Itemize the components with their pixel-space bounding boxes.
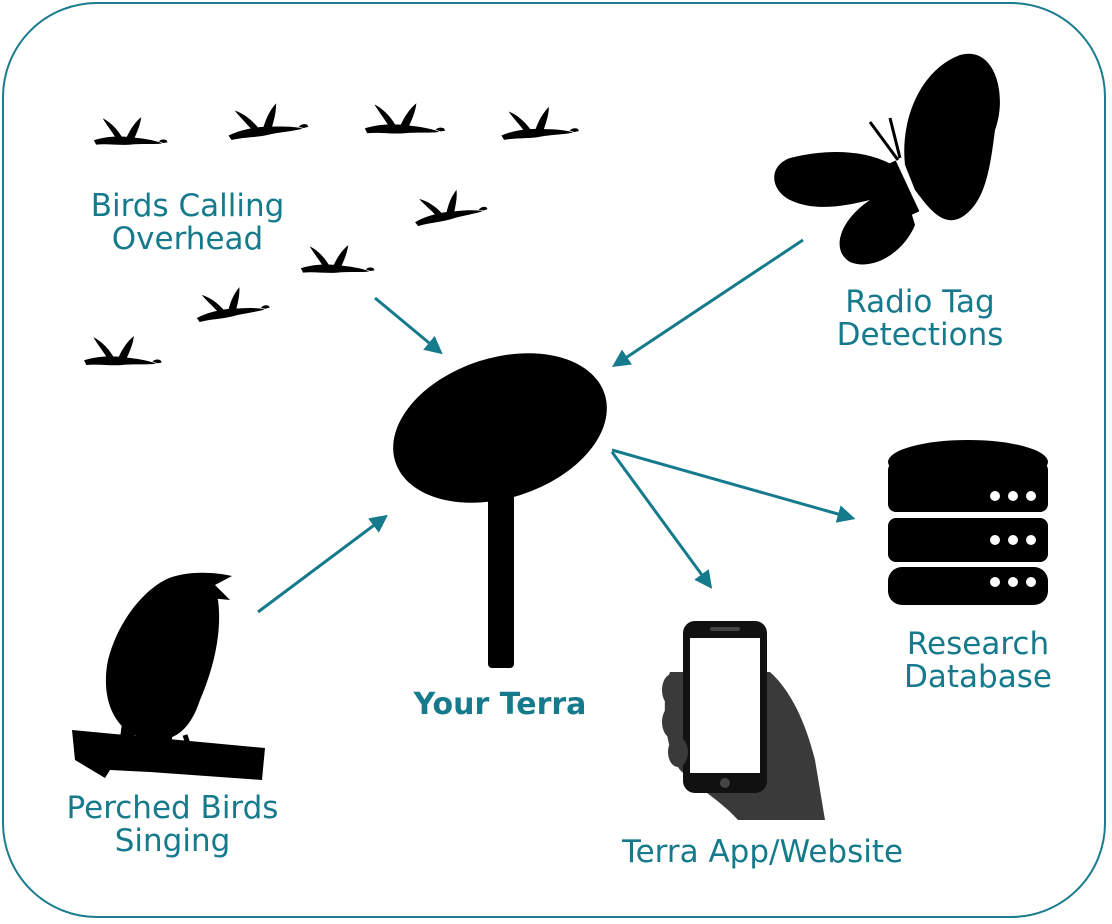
your-terra-label: Your Terra [413,687,587,722]
research-database-label: Research Database [904,626,1052,695]
database-icon [888,440,1048,605]
terra-app-label: Terra App/Website [621,834,904,870]
butterfly-icon [774,53,1000,265]
smartphone-hand-icon [662,621,825,820]
birds-calling-label: Birds Calling Overhead [90,188,285,257]
arrow-perched-to-terra [257,514,388,614]
perched-birds-label: Perched Birds Singing [66,790,279,859]
perched-bird-icon [72,572,265,780]
arrow-tag-to-terra [612,238,804,367]
arrow-terra-to-app [610,451,713,589]
radio-tag-label: Radio Tag Detections [836,284,1004,353]
arrow-terra-to-database [611,448,856,523]
arrow-birds-to-terra [374,296,443,355]
terra-device-icon [393,353,607,668]
